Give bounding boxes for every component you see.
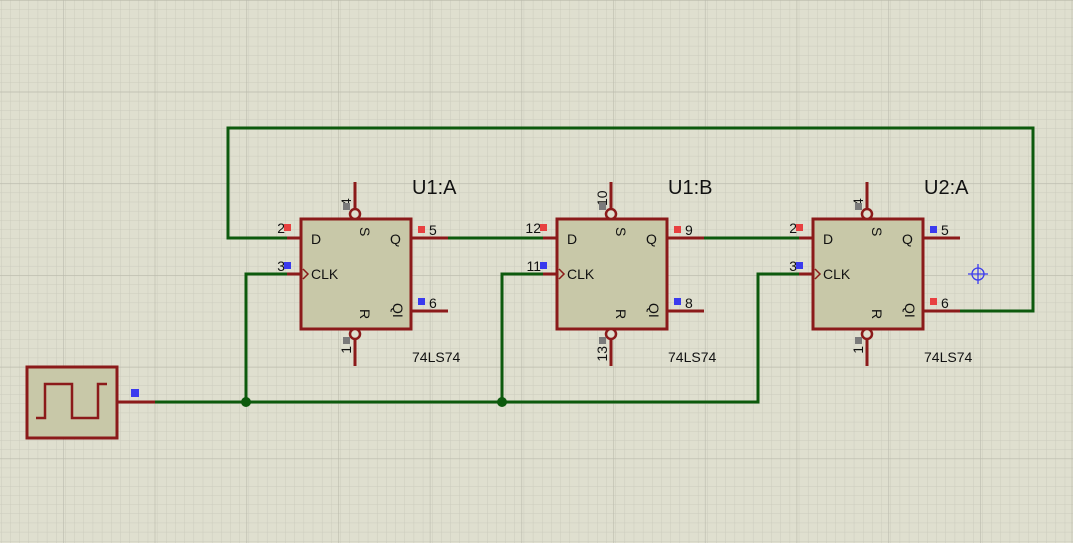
pin-label-s: S: [613, 227, 629, 236]
pin-number-qn: 8: [685, 295, 693, 311]
pin-number-q: 5: [941, 222, 949, 238]
pin-label-s: S: [357, 227, 373, 236]
pin-marker-d: [796, 224, 803, 231]
pin-label-r: R: [357, 309, 373, 319]
flipflop-u2a[interactable]: D CLK Q S R QI 2 3 5 6 4 1 U2:A 74LS74: [789, 177, 972, 366]
pin-marker-s: [599, 203, 606, 210]
flipflop-u1a[interactable]: D CLK Q S R QI 2 3 5 6 4 1 U1:A 74LS74: [277, 177, 460, 366]
pin-label-q: Q: [902, 231, 913, 247]
wires: [155, 126, 1035, 407]
pin-marker-qn: [930, 298, 937, 305]
pin-label-clk: CLK: [311, 266, 339, 282]
pin-number-s: 4: [850, 198, 866, 206]
pin-label-qn: QI: [646, 303, 662, 318]
pin-number-r: 1: [338, 346, 354, 354]
pin-label-d: D: [567, 231, 577, 247]
part-value: 74LS74: [412, 349, 460, 365]
pin-marker-d: [540, 224, 547, 231]
pin-r-inversion-bubble: [604, 327, 618, 341]
pin-marker-q: [930, 226, 937, 233]
pin-s-inversion-bubble: [348, 207, 362, 221]
pin-r-inversion-bubble: [860, 327, 874, 341]
part-value: 74LS74: [924, 349, 972, 365]
pin-label-qn: QI: [902, 303, 918, 318]
pin-number-q: 9: [685, 222, 693, 238]
pin-number-clk: 3: [277, 258, 285, 274]
pin-label-s: S: [869, 227, 885, 236]
pin-number-s: 4: [338, 198, 354, 206]
pin-label-r: R: [613, 309, 629, 319]
clock-generator[interactable]: [25, 365, 155, 440]
clock-edge-icon: [814, 268, 822, 280]
pin-marker-s: [855, 203, 862, 210]
pin-marker-r: [855, 337, 862, 344]
pin-marker-clk: [540, 262, 547, 269]
pin-s-inversion-bubble: [604, 207, 618, 221]
pin-label-d: D: [311, 231, 321, 247]
pin-number-d: 12: [525, 220, 541, 236]
pin-marker-clk: [796, 262, 803, 269]
pin-number-r: 1: [850, 346, 866, 354]
wire-clock-bus[interactable]: [155, 272, 800, 404]
reference-designator: U1:A: [412, 177, 457, 199]
flipflop-u1b[interactable]: D CLK Q S R QI 12 11 9 8 10 13 U1:B 74LS…: [525, 177, 716, 366]
pin-number-s: 10: [594, 190, 610, 206]
pin-label-qn: QI: [390, 303, 406, 318]
wire-feedback-u2a-qn-to-u1a-d[interactable]: [226, 126, 1035, 313]
clock-edge-icon: [302, 268, 310, 280]
pin-number-clk: 3: [789, 258, 797, 274]
pin-number-qn: 6: [429, 295, 437, 311]
wire-junction: [497, 397, 507, 407]
part-value: 74LS74: [668, 349, 716, 365]
pin-marker-q: [418, 226, 425, 233]
wire-clock-u1b[interactable]: [500, 272, 543, 402]
pin-label-r: R: [869, 309, 885, 319]
pin-marker-r: [343, 337, 350, 344]
crosshair-cursor-icon: [968, 264, 988, 284]
pin-number-d: 2: [789, 220, 797, 236]
pin-number-d: 2: [277, 220, 285, 236]
square-wave-icon: [36, 382, 107, 420]
pin-label-clk: CLK: [823, 266, 851, 282]
pin-number-r: 13: [594, 346, 610, 362]
pin-marker-q: [674, 226, 681, 233]
pin-marker-qn: [418, 298, 425, 305]
pin-label-q: Q: [646, 231, 657, 247]
generator-pin-marker: [131, 389, 139, 397]
pin-marker-qn: [674, 298, 681, 305]
pin-label-clk: CLK: [567, 266, 595, 282]
pin-number-q: 5: [429, 222, 437, 238]
wire-junction: [241, 397, 251, 407]
pin-marker-r: [599, 337, 606, 344]
clock-edge-icon: [558, 268, 566, 280]
pin-number-clk: 11: [526, 258, 541, 274]
reference-designator: U2:A: [924, 177, 969, 199]
pin-label-q: Q: [390, 231, 401, 247]
flipflop-body: [811, 217, 925, 331]
pin-marker-clk: [284, 262, 291, 269]
pin-r-inversion-bubble: [348, 327, 362, 341]
pin-marker-s: [343, 203, 350, 210]
pin-number-qn: 6: [941, 295, 949, 311]
reference-designator: U1:B: [668, 177, 712, 199]
pin-label-d: D: [823, 231, 833, 247]
wire-clock-u1a[interactable]: [244, 272, 287, 402]
pin-marker-d: [284, 224, 291, 231]
pin-s-inversion-bubble: [860, 207, 874, 221]
